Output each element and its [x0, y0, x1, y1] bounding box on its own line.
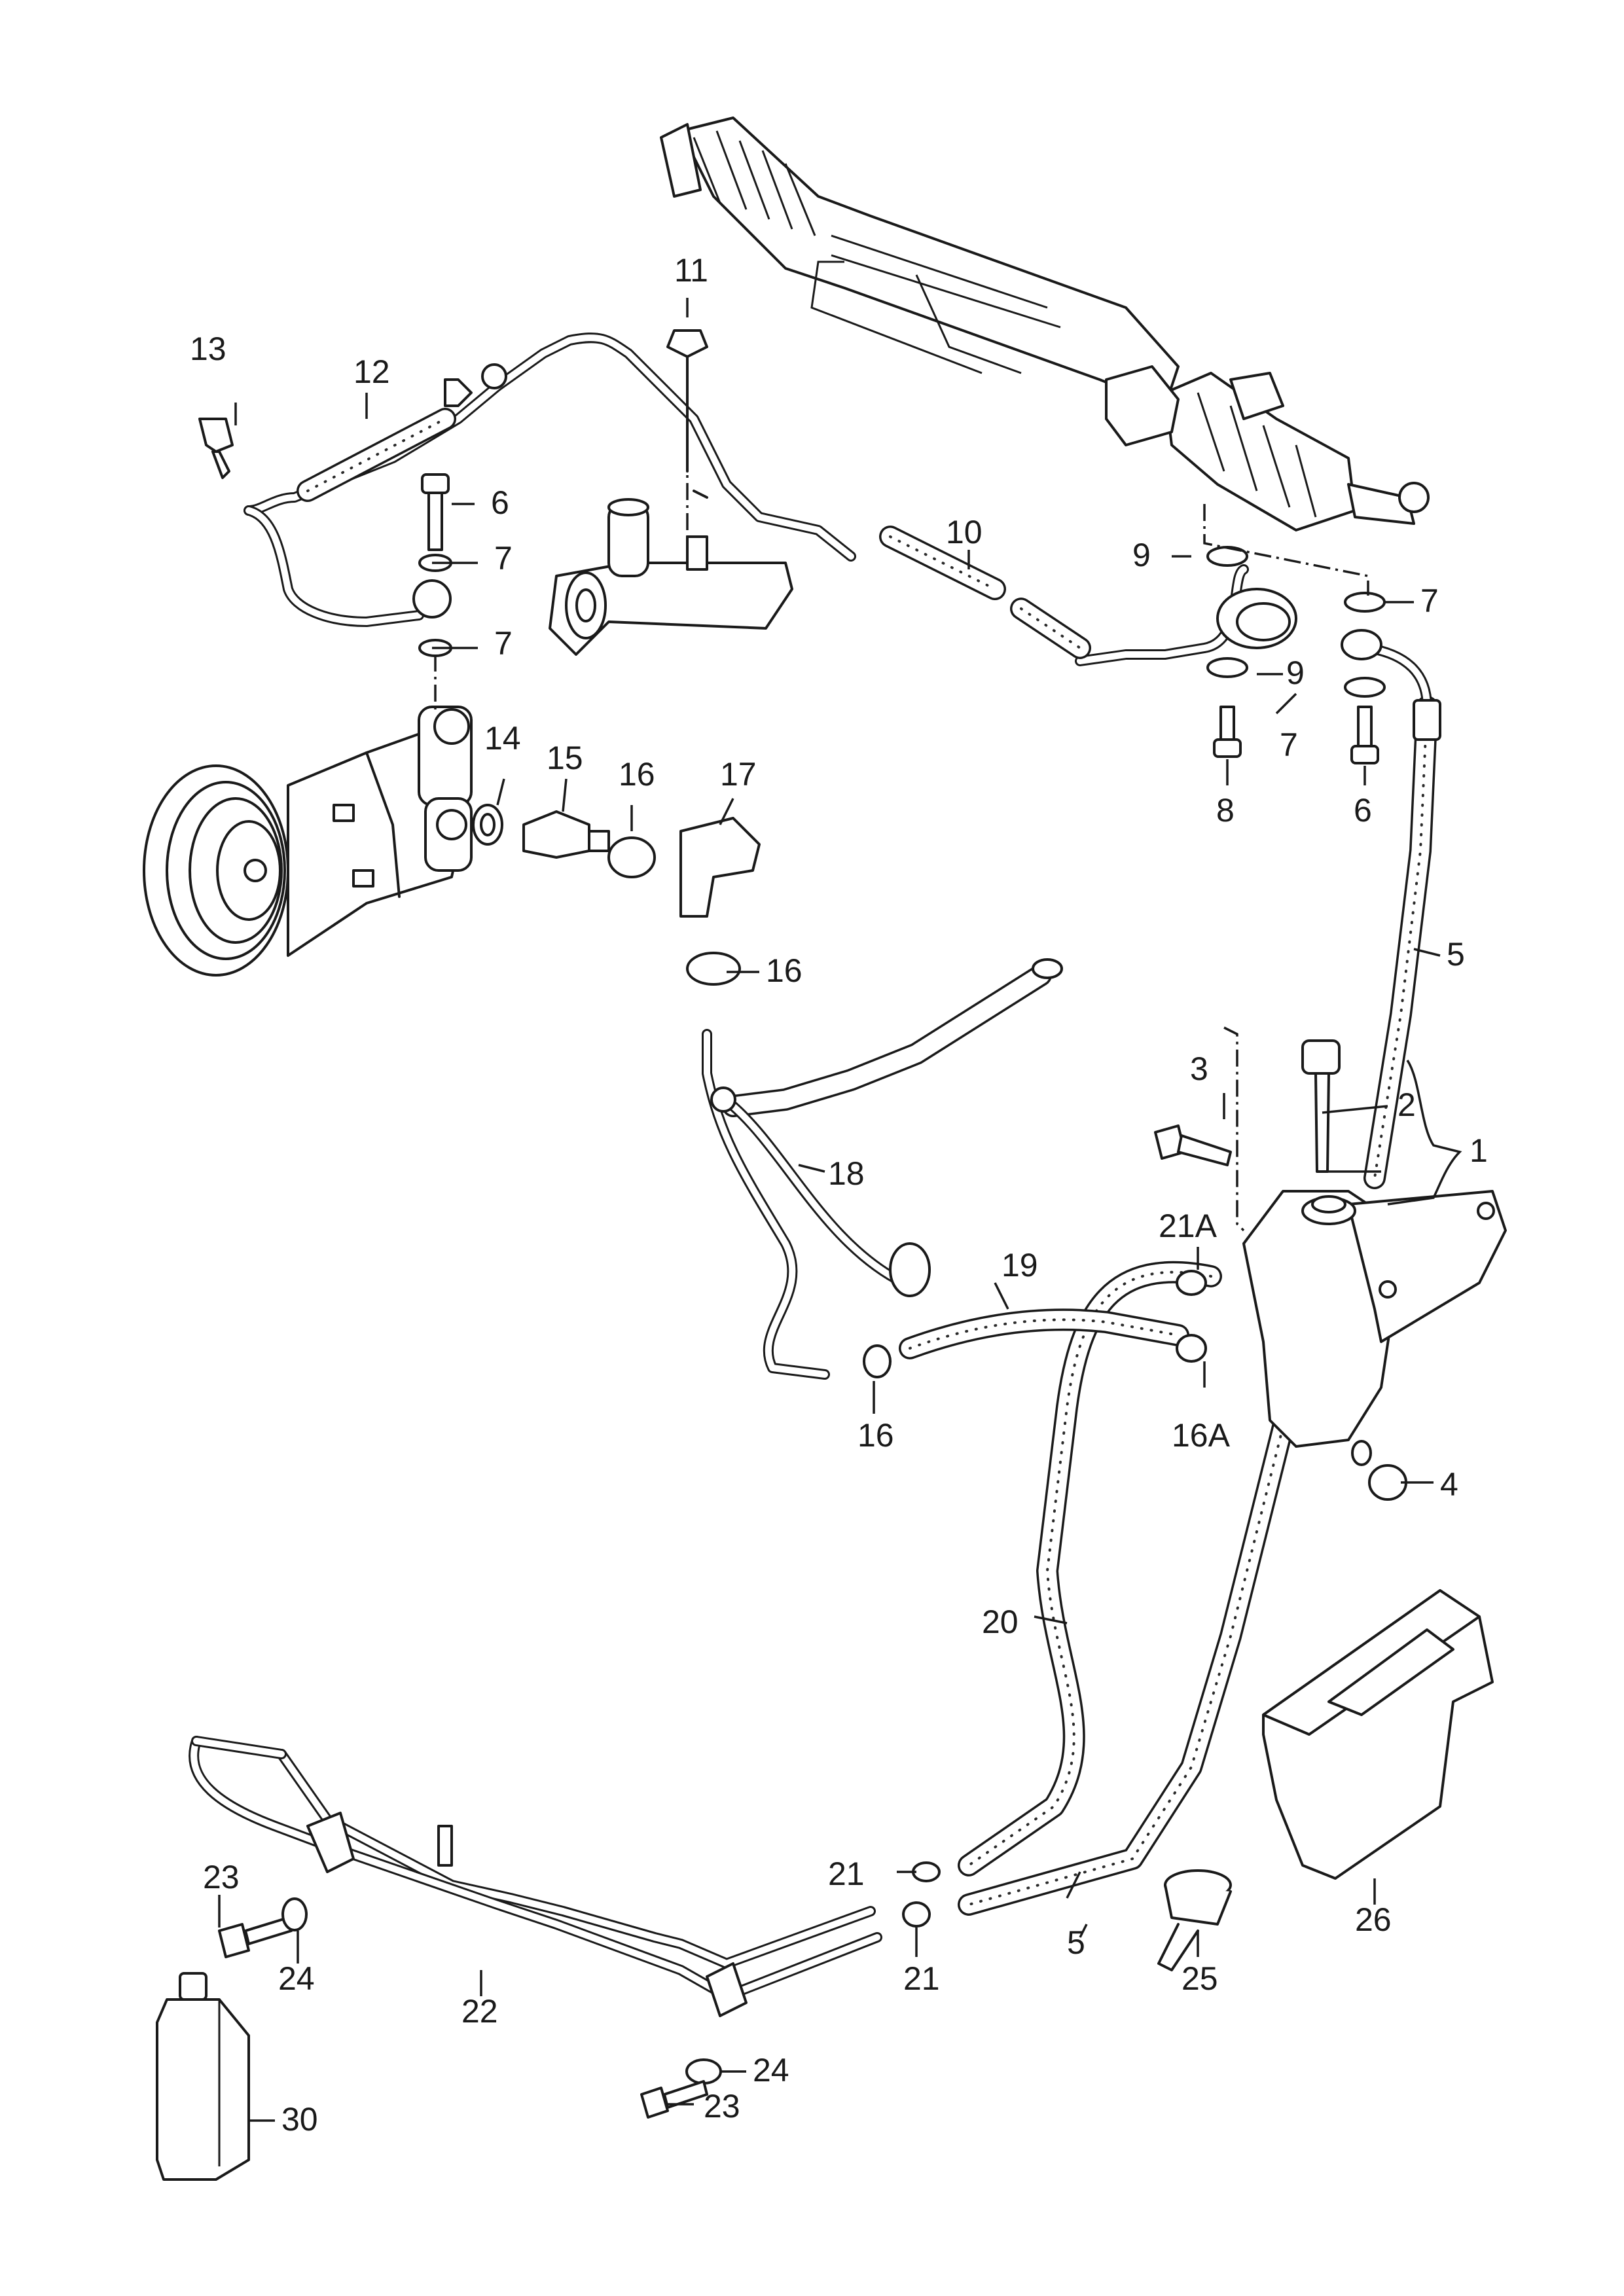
callout-24-left: 24 — [278, 1960, 315, 1997]
hose-clamps — [863, 1270, 1207, 1928]
callout-16-bottom: 16 — [857, 1417, 894, 1454]
cover-panel — [1262, 1589, 1494, 1880]
callout-7-lower-left: 7 — [494, 625, 513, 662]
callout-9-bottom: 9 — [1286, 655, 1305, 691]
callout-21A: 21A — [1159, 1208, 1218, 1244]
callout-14: 14 — [484, 720, 521, 757]
callout-2: 2 — [1398, 1086, 1416, 1123]
hose-20 — [958, 1261, 1222, 1876]
hose-clip — [1157, 1869, 1232, 1971]
callout-21-bottom: 21 — [903, 1960, 940, 1997]
callout-7-right-mid: 7 — [1280, 726, 1298, 763]
callout-20: 20 — [982, 1604, 1019, 1640]
mounting-bracket — [549, 498, 793, 656]
callout-11: 11 — [674, 252, 708, 289]
callout-22: 22 — [461, 1993, 498, 2030]
callout-16-top: 16 — [619, 756, 655, 793]
callout-10: 10 — [946, 514, 983, 550]
callout-17: 17 — [720, 756, 757, 793]
leader-lines — [218, 298, 1462, 2122]
power-steering-pump — [143, 706, 473, 977]
hose-19 — [899, 1308, 1189, 1359]
callout-3: 3 — [1190, 1050, 1208, 1087]
suction-fittings — [472, 804, 761, 986]
callout-5-bottom: 5 — [1067, 1924, 1085, 1961]
callout-8: 8 — [1216, 792, 1235, 829]
callout-18: 18 — [828, 1155, 865, 1192]
fluid-reservoir — [1242, 1039, 1507, 1501]
pipe-18 — [702, 958, 1063, 1380]
callout-9-top: 9 — [1132, 537, 1151, 573]
steering-rack — [660, 117, 1430, 531]
callout-7-upper-left: 7 — [494, 540, 513, 577]
callout-16-middle: 16 — [766, 952, 803, 989]
callout-16A: 16A — [1172, 1417, 1231, 1454]
callout-23-bottom: 23 — [704, 2088, 740, 2125]
callout-25: 25 — [1182, 1960, 1218, 1997]
callout-5-top: 5 — [1447, 936, 1465, 973]
callout-7-right-top: 7 — [1420, 583, 1439, 619]
fasteners — [198, 329, 1386, 2119]
callout-4: 4 — [1440, 1466, 1458, 1503]
callout-1: 1 — [1470, 1132, 1488, 1169]
callout-23-left: 23 — [203, 1859, 240, 1895]
callout-6-top: 6 — [491, 484, 509, 521]
callout-26: 26 — [1355, 1901, 1392, 1938]
callout-21-top: 21 — [828, 1856, 865, 1892]
cooler-pipe — [189, 1736, 882, 2017]
fluid-bottle — [156, 1972, 250, 2181]
callout-15: 15 — [547, 740, 583, 776]
callout-labels: 13 12 11 6 7 7 10 9 9 7 7 8 6 5 14 15 16… — [190, 252, 1488, 2138]
callout-30: 30 — [281, 2101, 318, 2138]
callout-6-right: 6 — [1354, 792, 1372, 829]
pressure-line — [244, 332, 1297, 666]
callout-12: 12 — [353, 353, 390, 390]
callout-13: 13 — [190, 331, 226, 367]
callout-19: 19 — [1001, 1247, 1038, 1283]
callout-24-bottom: 24 — [753, 2052, 789, 2089]
